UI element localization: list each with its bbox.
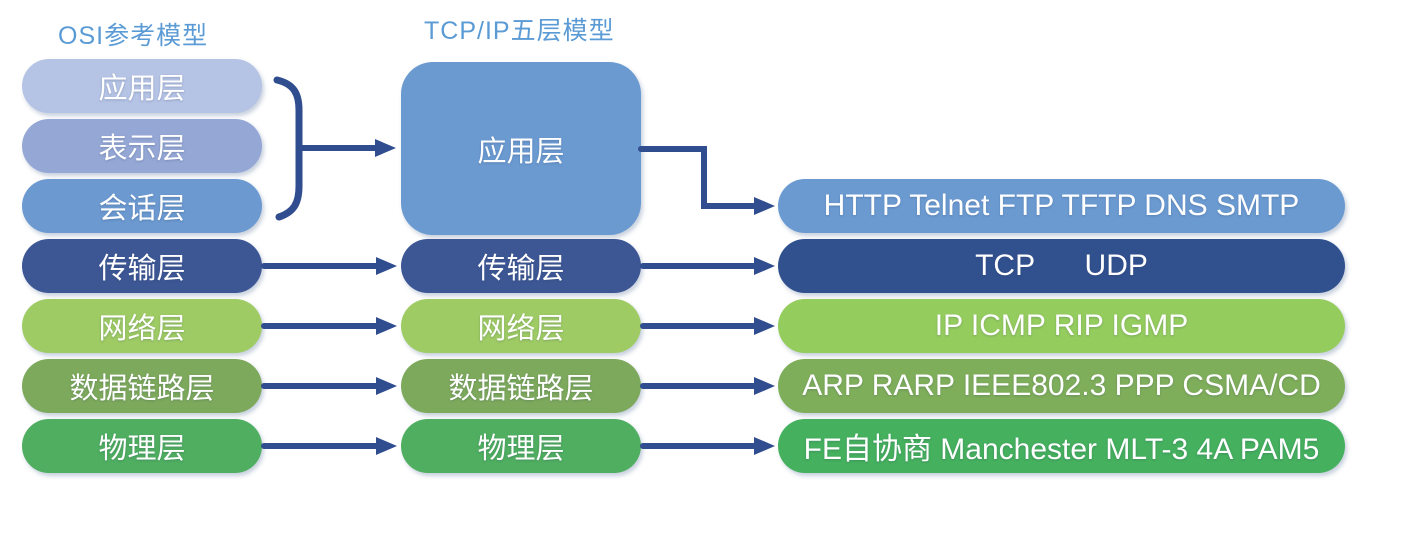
osi-top3-brace bbox=[273, 76, 303, 221]
protocols-network: IP ICMP RIP IGMP bbox=[778, 299, 1345, 353]
osi-column-title: OSI参考模型 bbox=[58, 22, 209, 50]
tcpip-layer-application: 应用层 bbox=[401, 62, 641, 235]
tcpip-layer-network: 网络层 bbox=[401, 299, 641, 353]
protocols-datalink: ARP RARP IEEE802.3 PPP CSMA/CD bbox=[778, 359, 1345, 413]
osi-layer-datalink: 数据链路层 bbox=[22, 359, 262, 413]
osi-layer-session: 会话层 bbox=[22, 179, 262, 233]
osi-layer-presentation: 表示层 bbox=[22, 119, 262, 173]
protocols-physical: FE自协商 Manchester MLT-3 4A PAM5 bbox=[778, 419, 1345, 473]
tcpip-layer-transport: 传输层 bbox=[401, 239, 641, 293]
tcpip-column-title: TCP/IP五层模型 bbox=[424, 17, 615, 45]
osi-layer-application: 应用层 bbox=[22, 59, 262, 113]
osi-layer-physical: 物理层 bbox=[22, 419, 262, 473]
tcpip-layer-datalink: 数据链路层 bbox=[401, 359, 641, 413]
protocols-application: HTTP Telnet FTP TFTP DNS SMTP bbox=[778, 179, 1345, 233]
tcpip-layer-physical: 物理层 bbox=[401, 419, 641, 473]
protocols-transport: TCP UDP bbox=[778, 239, 1345, 293]
arrow-tcpip-app-to-protocols bbox=[638, 146, 775, 215]
osi-layer-network: 网络层 bbox=[22, 299, 262, 353]
osi-layer-transport: 传输层 bbox=[22, 239, 262, 293]
